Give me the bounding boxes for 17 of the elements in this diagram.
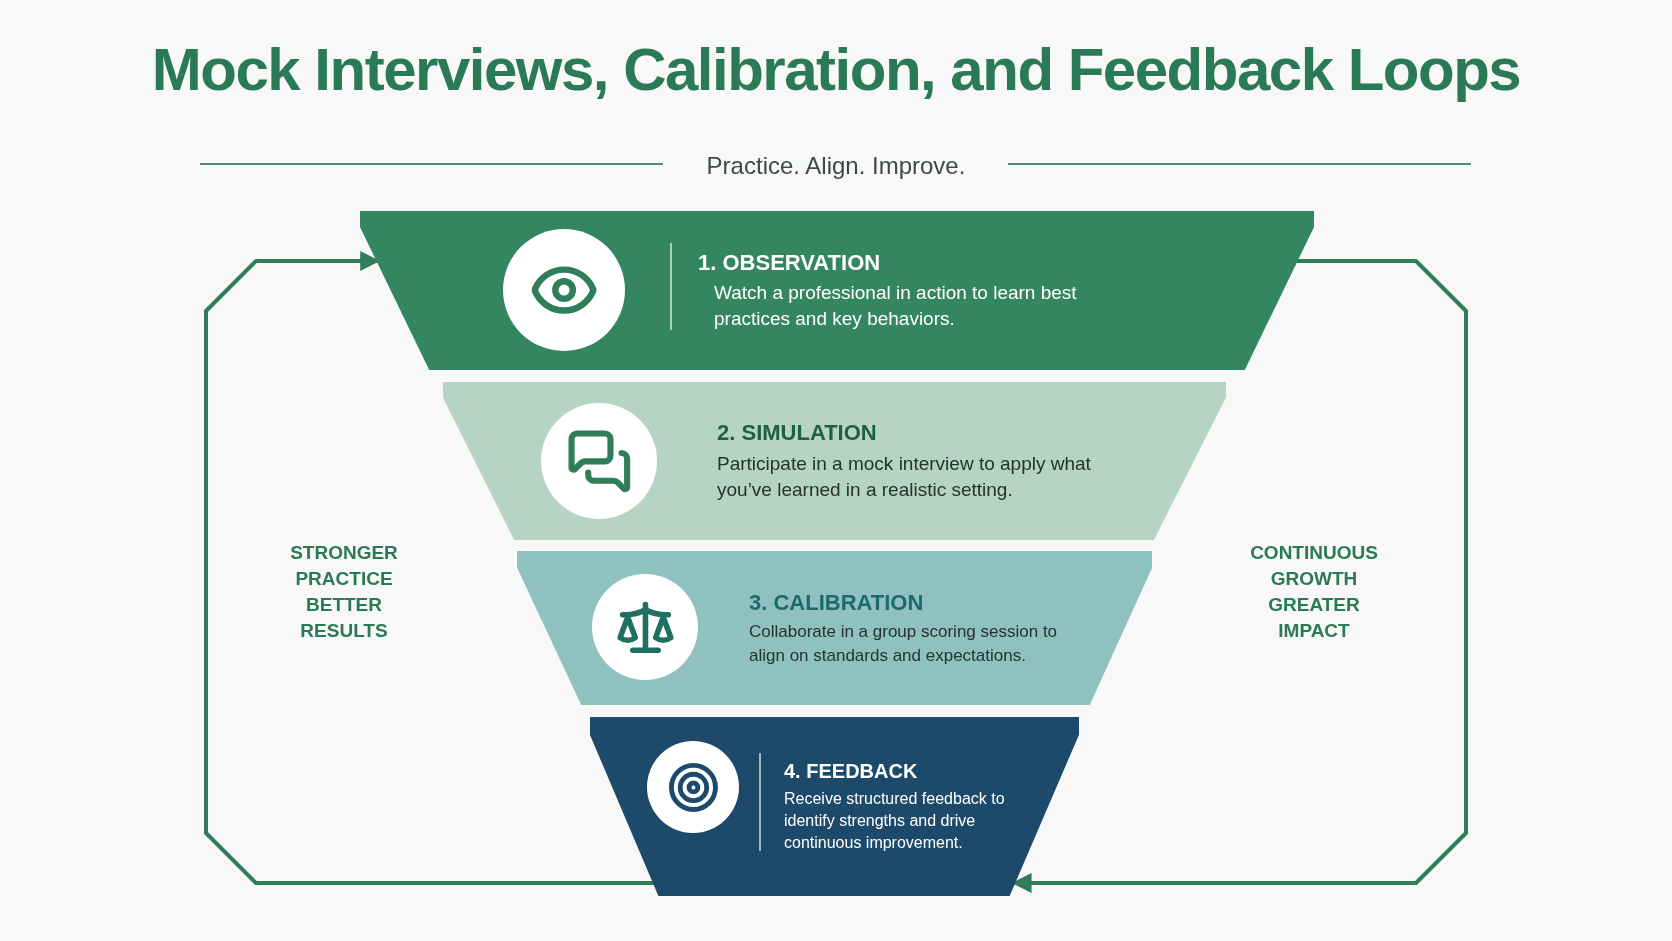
loop-label: CONTINUOUS GROWTH GREATER IMPACT — [1249, 541, 1379, 643]
subtitle: Practice. Align. Improve. — [705, 151, 967, 181]
stage-description: Watch a professional in action to learn best practices and key behaviors. — [714, 281, 1078, 332]
stage-description: Receive structured feedback to identify strengths and drive continuous improvement. — [784, 789, 1006, 853]
funnel-stage — [360, 211, 1314, 370]
stage-heading: 3. CALIBRATION — [749, 588, 925, 617]
stage-description: Participate in a mock interview to apply what you’ve learned in a realistic setting. — [717, 451, 1092, 502]
funnel-stage — [517, 551, 1152, 705]
funnel-stage — [590, 717, 1079, 896]
title: Mock Interviews, Calibration, and Feedback Loops — [150, 40, 1522, 100]
stage-heading: 2. SIMULATION — [717, 419, 878, 447]
loop-label: STRONGER PRACTICE BETTER RESULTS — [289, 541, 399, 643]
loop-arrow — [204, 251, 655, 885]
stage-description: Collaborate in a group scoring session to align on standards and expectations. — [749, 621, 1059, 667]
funnel-stage — [443, 382, 1226, 540]
stage-heading: 1. OBSERVATION — [698, 248, 882, 277]
stage-heading: 4. FEEDBACK — [784, 759, 919, 784]
